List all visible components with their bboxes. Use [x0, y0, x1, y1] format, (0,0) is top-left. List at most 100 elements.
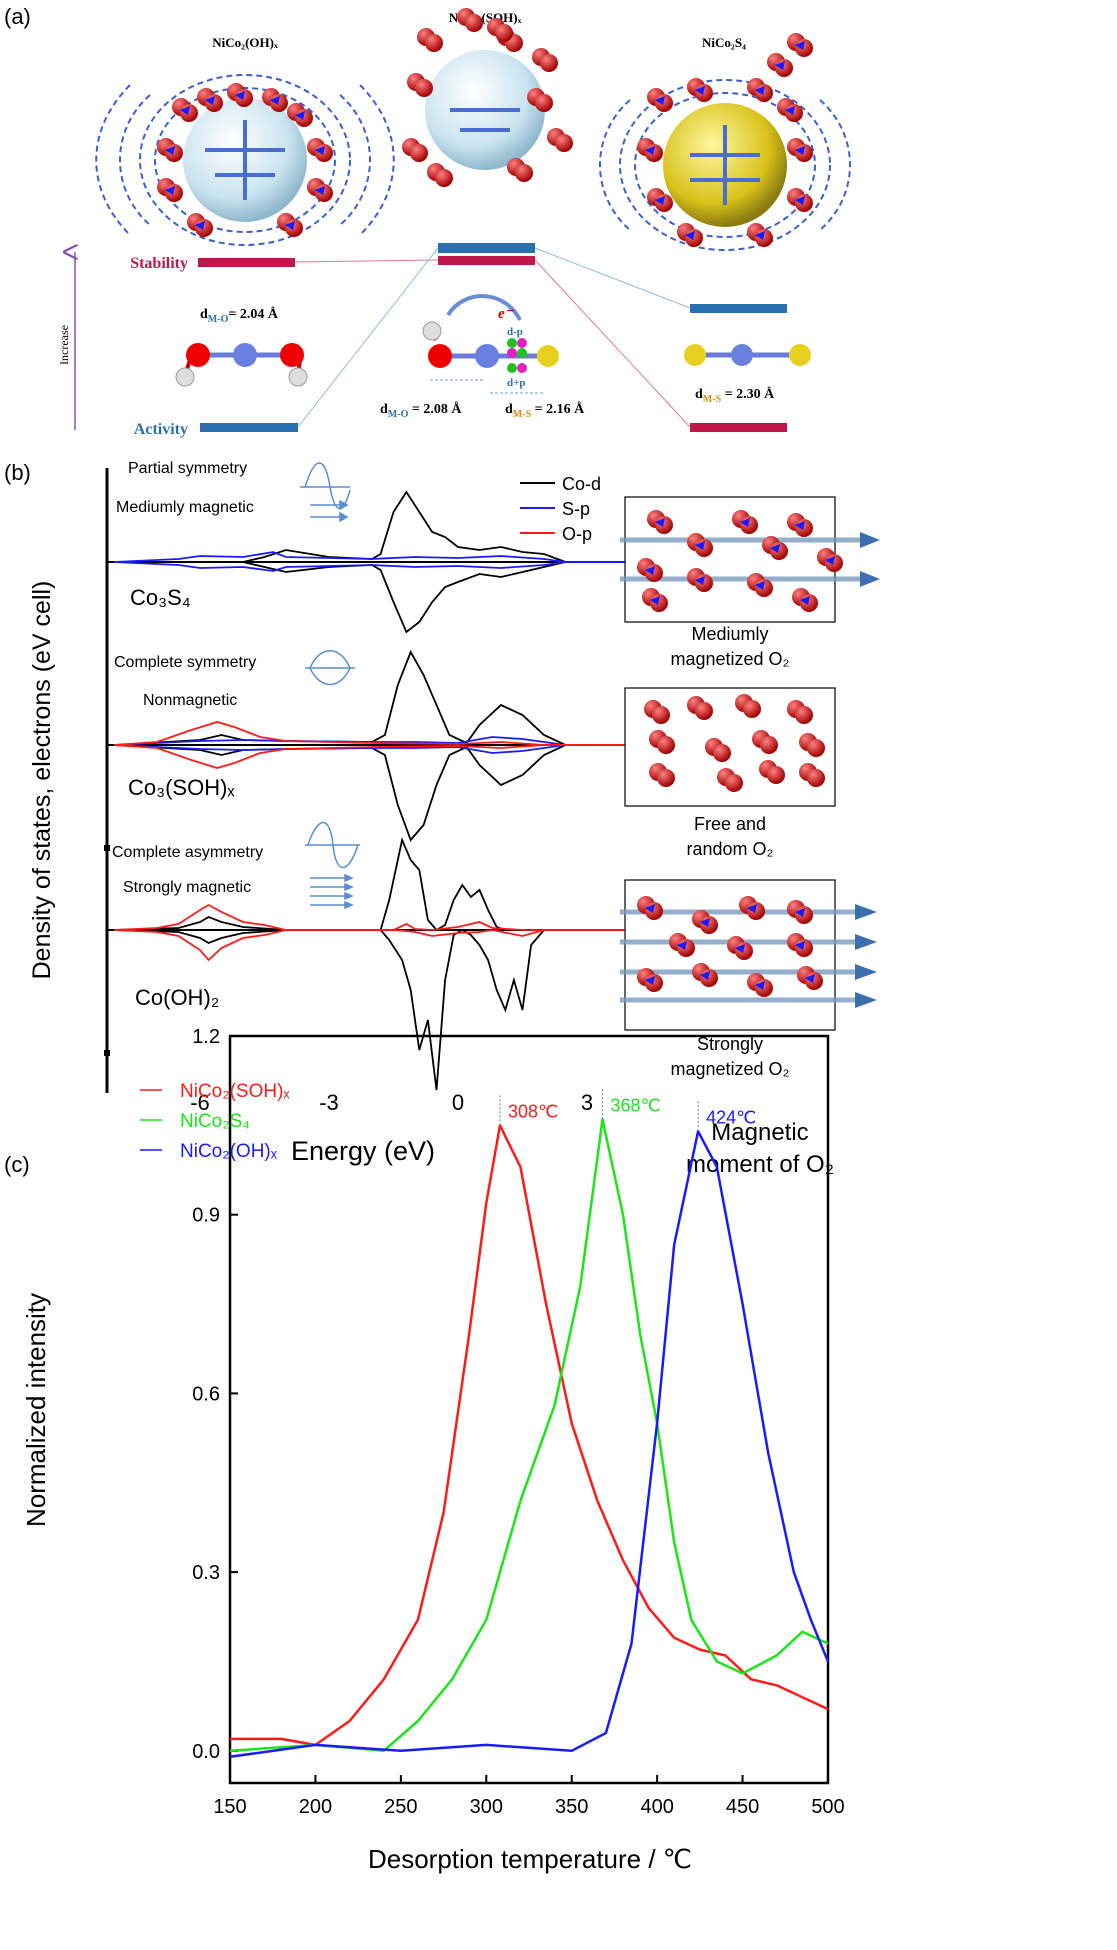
- o2-molecule-icon: [747, 573, 773, 597]
- compound-label-co3sohx: Co₃(SOH)ₓ: [128, 775, 235, 800]
- o2-molecule-icon: [532, 48, 558, 72]
- o2-molecule-icon: [307, 138, 333, 162]
- o2-molecule-icon: [457, 8, 483, 32]
- caption-strong-2: magnetized O₂: [670, 1059, 789, 1079]
- o2-molecule-icon: [637, 896, 663, 920]
- o2-molecule-icon: [759, 760, 785, 784]
- orbital-icon: [507, 338, 527, 373]
- y-tick-label: 0.6: [192, 1383, 220, 1405]
- legend-label: NiCo₂S₄: [180, 1111, 250, 1132]
- stability-label: Stability: [130, 255, 188, 272]
- o2-molecule-icon: [487, 18, 513, 42]
- stability-bar-s4: [690, 423, 787, 432]
- dos-x-tick-label: -3: [319, 1090, 339, 1115]
- o2-molecule-icon: [647, 188, 673, 212]
- o2-molecule-icon: [787, 700, 813, 724]
- molecule-left: [175, 343, 308, 387]
- o2-molecule-icon: [727, 936, 753, 960]
- o2-molecule-icon: [739, 896, 765, 920]
- legend-o-p: O-p: [562, 524, 592, 544]
- panel-label-a: (a): [4, 4, 31, 29]
- o2-molecule-icon: [735, 694, 761, 718]
- o2-molecule-icon: [187, 213, 213, 237]
- x-tick-label: 350: [555, 1796, 588, 1818]
- magnetism-label-co3s4: Mediumly magnetic: [116, 499, 254, 516]
- lattice-icons: [205, 108, 760, 205]
- material-label-ohx: NiCo₂(OH)ₓ: [212, 35, 278, 50]
- o2-molecule-icon: [507, 158, 533, 182]
- electron-label: e⁻: [498, 306, 515, 322]
- o2-molecule-icon: [787, 513, 813, 537]
- panel-label-b: (b): [4, 460, 31, 485]
- caption-strong-1: Strongly: [697, 1034, 763, 1054]
- o2-molecule-icon: [752, 730, 778, 754]
- o2-molecule-icon: [687, 696, 713, 720]
- o2-molecule-icon: [787, 188, 813, 212]
- tpd-series-line: [230, 1124, 829, 1747]
- o2-molecule-icon: [637, 558, 663, 582]
- molecule-middle: [422, 294, 559, 394]
- peak-label: 368℃: [610, 1095, 660, 1115]
- magnetism-label-cooh2: Strongly magnetic: [123, 879, 251, 896]
- o2-molecule-icon: [797, 966, 823, 990]
- x-tick-label: 450: [726, 1796, 759, 1818]
- o2-molecule-icon: [747, 973, 773, 997]
- d-minus-p-label: d-p: [507, 326, 523, 338]
- o2-molecule-icon: [792, 588, 818, 612]
- tpd-y-label: Normalized intensity: [21, 1293, 51, 1527]
- dos-curves: [107, 490, 640, 1091]
- x-tick-label: 150: [213, 1796, 246, 1818]
- tpd-x-label: Desorption temperature / ℃: [368, 1844, 692, 1874]
- o2-molecule-icon: [787, 900, 813, 924]
- x-tick-label: 300: [470, 1796, 503, 1818]
- dos-x-label: Energy (eV): [291, 1136, 435, 1166]
- panel-b-dos-chart: Density of states, electrons (eV cell) -…: [28, 460, 880, 1178]
- material-label-s4: NiCo₂S₄: [702, 35, 746, 50]
- o2-molecule-icon: [705, 738, 731, 762]
- magnetic-moment-label-2: moment of O₂: [686, 1151, 834, 1178]
- o2-molecule-icon: [649, 730, 675, 754]
- o2-molecule-icon: [762, 536, 788, 560]
- o2-molecule-icon: [692, 963, 718, 987]
- o2-molecule-icon: [637, 138, 663, 162]
- tpd-series-line: [229, 1118, 829, 1753]
- o2-molecule-icon: [767, 53, 793, 77]
- y-tick-label: 1.2: [192, 1026, 220, 1048]
- o2-molecule-icon: [642, 588, 668, 612]
- dos-s-p-down-line: [113, 561, 630, 572]
- dos-s-p-up-line: [113, 551, 630, 563]
- o2-molecule-icon: [747, 223, 773, 247]
- o2-molecule-icon: [777, 98, 803, 122]
- o2-molecule-icon: [227, 83, 253, 107]
- y-tick: [104, 1050, 110, 1056]
- o2-molecule-icon: [799, 733, 825, 757]
- dos-legend: Co-d S-p O-p: [520, 474, 601, 544]
- bond-length-left: dM-O= 2.04 Å: [200, 306, 279, 325]
- tpd-curves: [229, 1118, 830, 1759]
- o2-molecule-icon: [527, 88, 553, 112]
- x-tick-label: 500: [811, 1796, 844, 1818]
- x-tick-label: 200: [299, 1796, 332, 1818]
- o2-molecule-icon: [669, 933, 695, 957]
- o2-molecule-icon: [407, 73, 433, 97]
- dos-x-tick-label: -6: [190, 1090, 210, 1115]
- dos-x-tick-label: 0: [452, 1090, 464, 1115]
- o2-molecule-icon: [644, 700, 670, 724]
- dos-o-p-up-line: [113, 903, 630, 931]
- y-tick: [104, 845, 110, 851]
- dos-co-d-down-line: [113, 928, 630, 1091]
- o2-molecule-icon: [687, 78, 713, 102]
- legend-label: NiCo₂(OH)ₓ: [180, 1141, 278, 1162]
- bond-length-mid-o: dM-O = 2.08 Å: [380, 401, 462, 420]
- bond-length-mid-s: dM-S = 2.16 Å: [505, 401, 585, 420]
- peak-label: 308℃: [508, 1101, 558, 1121]
- o2-molecule-icon: [277, 213, 303, 237]
- magnet-arrows-icon: [310, 499, 354, 910]
- o2-molecule-icon: [427, 163, 453, 187]
- legend-s-p: S-p: [562, 499, 590, 519]
- o2-molecule-icon: [692, 910, 718, 934]
